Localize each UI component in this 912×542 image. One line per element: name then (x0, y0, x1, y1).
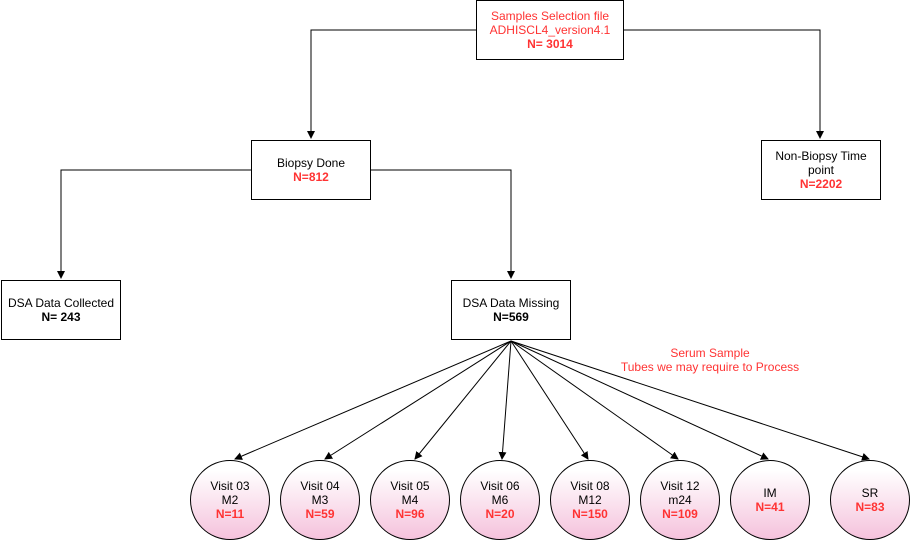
visit-node: Visit 06 M6 N=20 (460, 460, 540, 540)
visit-label: Visit 05 (390, 479, 430, 493)
edge-biopsy-to-dsa-collected (57, 169, 251, 279)
edge-root-to-biopsy (307, 29, 476, 139)
visit-count: N=83 (855, 500, 885, 514)
dsa-collected-label: DSA Data Collected (7, 296, 115, 310)
visit-label: Visit 04 (300, 479, 340, 493)
root-count: N= 3014 (527, 37, 573, 51)
visit-label: SR (861, 486, 879, 500)
dsa-missing-label: DSA Data Missing (462, 296, 560, 310)
visit-count: N=41 (755, 500, 785, 514)
visit-count: N=20 (485, 507, 515, 521)
edge-to-visit-05 (414, 340, 512, 460)
serum-note-line2: Tubes we may require to Process (620, 360, 800, 374)
dsa-collected-count: N= 243 (41, 310, 81, 324)
visit-count: N=150 (572, 507, 608, 521)
visit-count: N=11 (215, 507, 245, 521)
visit-count: N=109 (662, 507, 698, 521)
non-biopsy-label-line2: point (807, 163, 835, 177)
visit-month: m24 (668, 493, 692, 507)
edge-to-visit-08 (510, 340, 589, 460)
visit-node-im: IM N=41 (730, 460, 810, 540)
visit-node: Visit 04 M3 N=59 (280, 460, 360, 540)
non-biopsy-count: N=2202 (799, 177, 843, 191)
visit-month: M4 (401, 493, 419, 507)
edge-root-to-non-biopsy (624, 29, 824, 139)
visit-month: M2 (221, 493, 239, 507)
visit-label: Visit 08 (570, 479, 610, 493)
edge-to-im (510, 340, 769, 460)
visit-month: M6 (491, 493, 509, 507)
biopsy-done-count: N=812 (293, 170, 329, 184)
dsa-missing-node: DSA Data Missing N=569 (451, 280, 571, 340)
root-filename: ADHISCL4_version4.1 (489, 23, 611, 37)
visit-node: Visit 03 M2 N=11 (190, 460, 270, 540)
visit-month: M12 (578, 493, 602, 507)
visit-label: IM (763, 486, 777, 500)
root-node: Samples Selection file ADHISCL4_version4… (476, 0, 624, 60)
root-title: Samples Selection file (490, 9, 610, 23)
visit-count: N=96 (395, 507, 425, 521)
dsa-missing-count: N=569 (493, 310, 529, 324)
edge-to-visit-06 (498, 340, 512, 460)
edge-to-visit-03 (234, 340, 512, 460)
edge-to-visit-12 (510, 340, 679, 460)
visit-month: M3 (311, 493, 329, 507)
non-biopsy-label-line1: Non-Biopsy Time (775, 149, 867, 163)
edge-to-visit-04 (324, 340, 512, 460)
edge-to-sr (510, 340, 870, 461)
visit-count: N=59 (305, 507, 335, 521)
visit-node: Visit 12 m24 N=109 (640, 460, 720, 540)
visit-node: Visit 05 M4 N=96 (370, 460, 450, 540)
visit-label: Visit 03 (210, 479, 250, 493)
serum-sample-note: Serum Sample Tubes we may require to Pro… (595, 346, 825, 374)
visit-node-sr: SR N=83 (830, 460, 910, 540)
serum-note-line1: Serum Sample (670, 346, 750, 360)
visit-label: Visit 12 (660, 479, 700, 493)
biopsy-done-label: Biopsy Done (276, 156, 346, 170)
biopsy-done-node: Biopsy Done N=812 (251, 140, 371, 200)
edge-biopsy-to-dsa-missing (371, 169, 515, 279)
dsa-collected-node: DSA Data Collected N= 243 (1, 280, 121, 340)
non-biopsy-node: Non-Biopsy Time point N=2202 (761, 140, 881, 200)
visit-node: Visit 08 M12 N=150 (550, 460, 630, 540)
visit-label: Visit 06 (480, 479, 520, 493)
